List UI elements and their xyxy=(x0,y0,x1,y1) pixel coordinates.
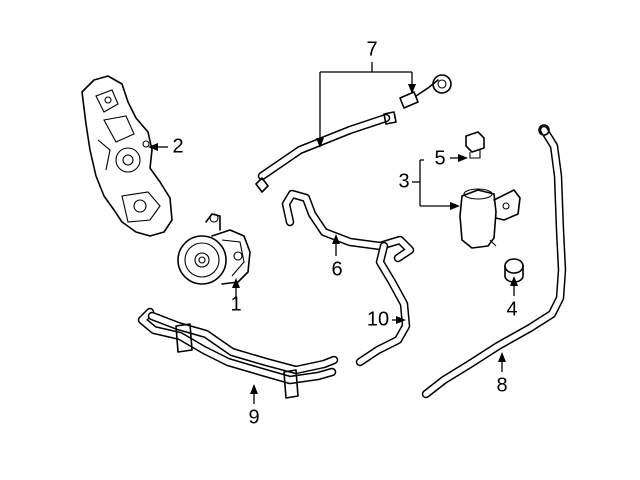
callout-9[interactable]: 9 xyxy=(248,406,259,428)
callout-10[interactable]: 10 xyxy=(367,308,389,330)
arrowhead-8 xyxy=(498,352,506,362)
arrowhead-7a xyxy=(316,138,324,148)
callout-8[interactable]: 8 xyxy=(496,374,507,396)
part-9-cooler-lines[interactable] xyxy=(137,307,339,399)
part-8-long-hose[interactable] xyxy=(421,124,567,399)
part-6-return-hose[interactable] xyxy=(281,189,415,263)
arrowhead-9 xyxy=(250,384,258,394)
arrowhead-10 xyxy=(396,316,406,324)
arrowhead-2 xyxy=(148,143,158,151)
leader-lines xyxy=(148,62,518,404)
callout-6[interactable]: 6 xyxy=(331,258,342,280)
arrowhead-5 xyxy=(458,154,468,162)
callout-5[interactable]: 5 xyxy=(434,147,445,169)
part-1-pump[interactable] xyxy=(177,213,251,285)
callout-2[interactable]: 2 xyxy=(172,135,183,157)
part-3-reservoir[interactable] xyxy=(459,188,521,249)
callout-3[interactable]: 3 xyxy=(398,170,409,192)
arrowhead-6 xyxy=(332,234,340,244)
part-7-pressure-hose[interactable] xyxy=(255,74,452,193)
callout-1[interactable]: 1 xyxy=(230,293,241,315)
part-10-hose[interactable] xyxy=(355,241,411,367)
arrowhead-3 xyxy=(450,202,460,210)
callout-4[interactable]: 4 xyxy=(506,298,517,320)
callout-7[interactable]: 7 xyxy=(366,38,377,60)
arrowhead-1 xyxy=(232,278,240,288)
arrowhead-4 xyxy=(510,276,518,286)
part-5-reservoir-cap[interactable] xyxy=(465,131,485,159)
arrowhead-7b xyxy=(408,84,416,94)
part-2-bracket[interactable] xyxy=(81,75,173,237)
